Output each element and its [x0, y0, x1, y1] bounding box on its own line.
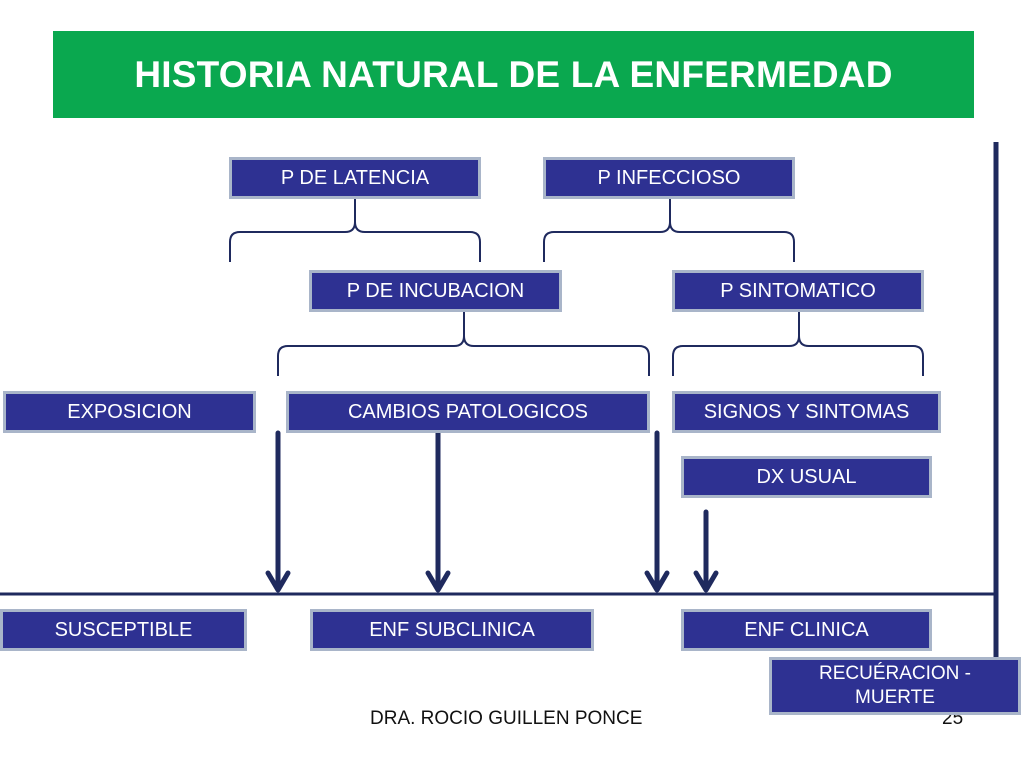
title-banner: HISTORIA NATURAL DE LA ENFERMEDAD: [53, 31, 974, 118]
brace-latencia: [229, 198, 481, 262]
box-recuperacion-muerte: RECUÉRACION - MUERTE: [769, 657, 1021, 715]
box-enf-subclinica: ENF SUBCLINICA: [310, 609, 594, 651]
box-exposicion: EXPOSICION: [3, 391, 256, 433]
box-enf-clinica: ENF CLINICA: [681, 609, 932, 651]
brace-incubacion: [277, 312, 650, 376]
box-p-latencia: P DE LATENCIA: [229, 157, 481, 199]
box-cambios-patologicos: CAMBIOS PATOLOGICOS: [286, 391, 650, 433]
arrow-exposicion: [265, 430, 291, 593]
footer-author: DRA. ROCIO GUILLEN PONCE: [370, 708, 643, 729]
arrow-cambios-end: [644, 430, 670, 593]
brace-sintomatico: [672, 312, 924, 376]
arrow-cambios-start: [425, 430, 451, 593]
box-p-incubacion: P DE INCUBACION: [309, 270, 562, 312]
box-p-sintomatico: P SINTOMATICO: [672, 270, 924, 312]
box-p-infeccioso: P INFECCIOSO: [543, 157, 795, 199]
box-dx-usual: DX USUAL: [681, 456, 932, 498]
arrow-dx-usual: [693, 509, 719, 593]
slide-title: HISTORIA NATURAL DE LA ENFERMEDAD: [134, 53, 893, 95]
brace-infeccioso: [543, 198, 795, 262]
box-signos-sintomas: SIGNOS Y SINTOMAS: [672, 391, 941, 433]
box-susceptible: SUSCEPTIBLE: [0, 609, 247, 651]
